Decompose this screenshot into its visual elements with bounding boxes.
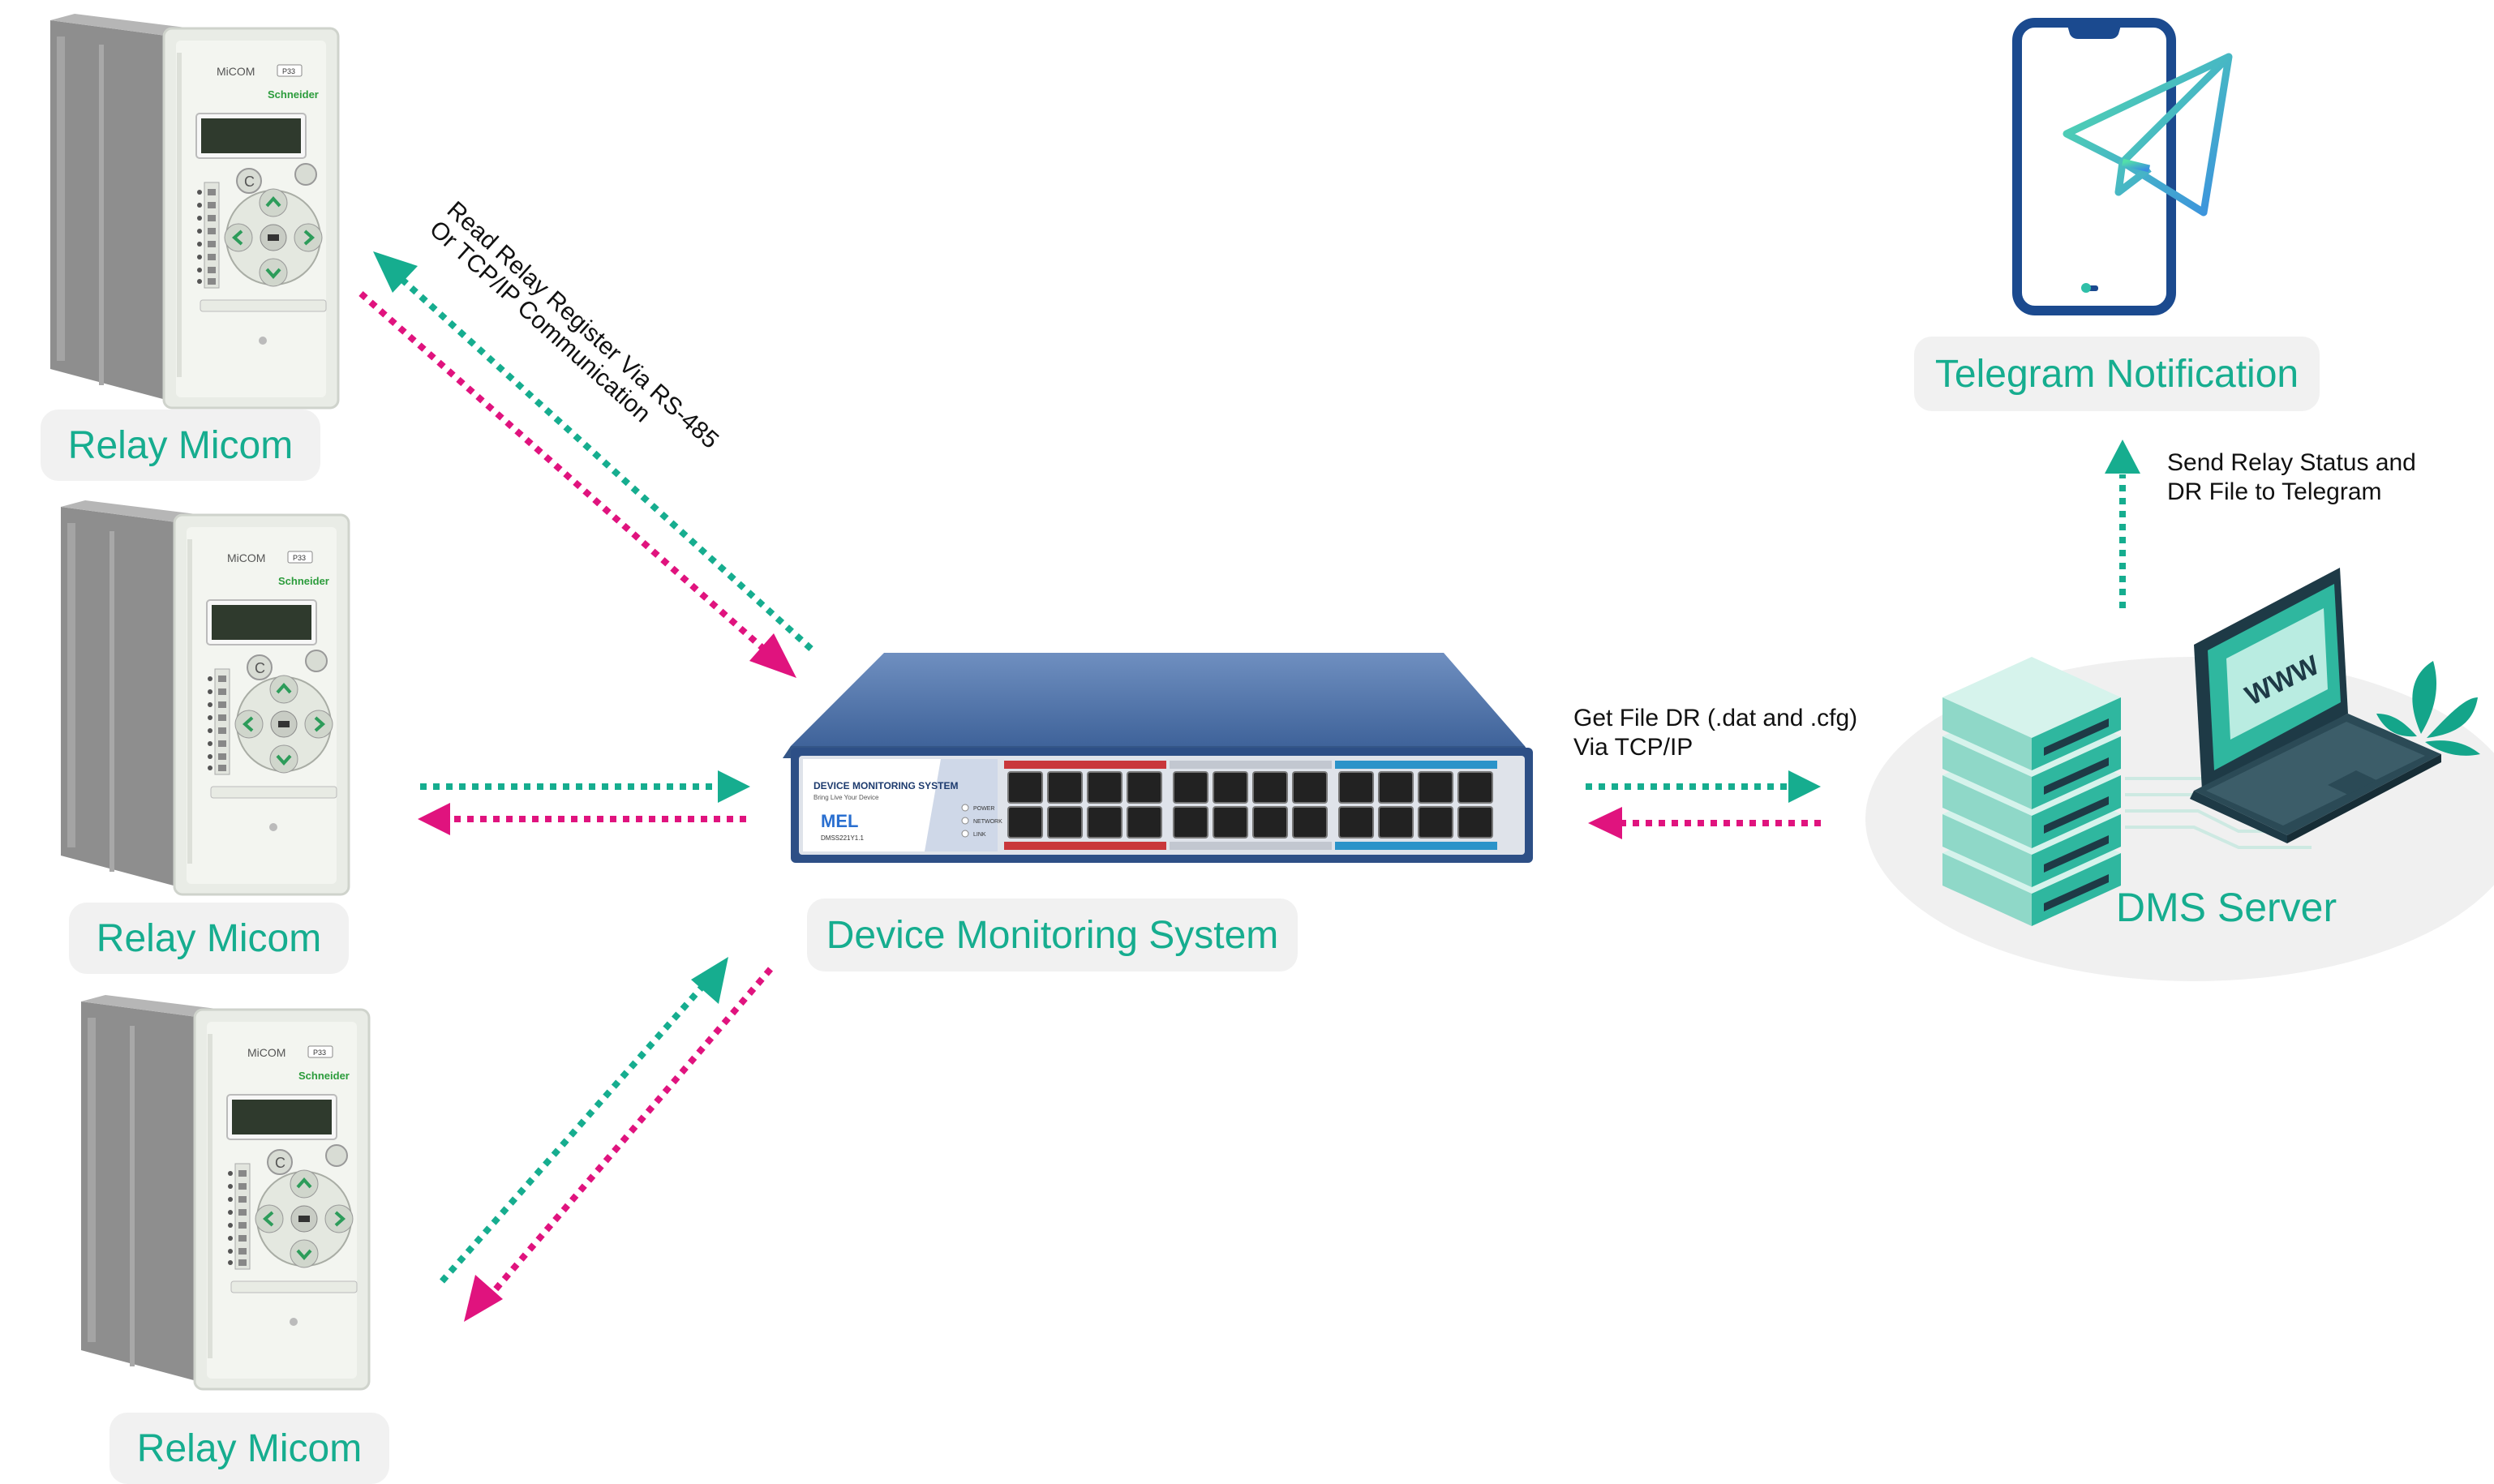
rj45-port bbox=[1338, 771, 1374, 804]
dms-device-name: DEVICE MONITORING SYSTEM bbox=[813, 780, 958, 791]
paper-plane-icon bbox=[2063, 53, 2233, 217]
rj45-port bbox=[1007, 806, 1043, 839]
rj45-port bbox=[1127, 771, 1162, 804]
relay-label-2: Relay Micom bbox=[69, 903, 349, 974]
dms-led-link: LINK bbox=[973, 832, 986, 838]
dms-device-tagline: Bring Live Your Device bbox=[813, 794, 879, 801]
rs485-note: Read Relay Register Via RS-485 Or TCP/IP… bbox=[424, 196, 724, 454]
relay-label-1: Relay Micom bbox=[41, 410, 320, 481]
rj45-port bbox=[1418, 771, 1453, 804]
arrow-dms-to-relay3 bbox=[464, 967, 774, 1322]
getfile-note-line1: Get File DR (.dat and .cfg) bbox=[1573, 705, 1858, 731]
arrow-relay1-to-dms bbox=[373, 251, 813, 651]
dms-server-illustration: WWW bbox=[1865, 568, 2494, 981]
rj45-port bbox=[1173, 771, 1208, 804]
dms-label: Device Monitoring System bbox=[807, 899, 1298, 971]
dms-device-logo: MEL bbox=[821, 811, 858, 831]
rj45-port bbox=[1213, 806, 1248, 839]
rs485-note-line1: Read Relay Register Via RS-485 bbox=[442, 196, 724, 454]
arrow-relay2-to-dms bbox=[420, 770, 750, 803]
telegram-label: Telegram Notification bbox=[1914, 337, 2320, 411]
rs485-note-line2: Or TCP/IP Communication bbox=[424, 216, 655, 427]
rj45-port bbox=[1252, 771, 1288, 804]
rj45-port bbox=[1047, 771, 1083, 804]
dms-led-network: NETWORK bbox=[973, 819, 1002, 825]
rj45-port bbox=[1378, 806, 1414, 839]
rj45-port bbox=[1457, 771, 1493, 804]
relay-device-1 bbox=[49, 12, 340, 410]
arrow-dms-to-server bbox=[1586, 770, 1821, 803]
telegram-send-note-line2: DR File to Telegram bbox=[2167, 478, 2382, 505]
arrow-server-to-dms bbox=[1588, 807, 1821, 839]
rj45-port bbox=[1087, 771, 1123, 804]
telegram-send-note: Send Relay Status and DR File to Telegra… bbox=[2167, 448, 2416, 507]
arrow-dms-to-relay2 bbox=[418, 803, 746, 835]
rj45-port bbox=[1338, 806, 1374, 839]
rj45-port bbox=[1007, 771, 1043, 804]
dms-switch: DEVICE MONITORING SYSTEM Bring Live Your… bbox=[783, 653, 1533, 863]
rj45-port bbox=[1457, 806, 1493, 839]
rj45-port bbox=[1127, 806, 1162, 839]
rj45-port bbox=[1213, 771, 1248, 804]
rj45-port bbox=[1047, 806, 1083, 839]
getfile-note: Get File DR (.dat and .cfg) Via TCP/IP bbox=[1573, 704, 1857, 762]
relay-device-2 bbox=[59, 499, 350, 896]
rj45-port bbox=[1252, 806, 1288, 839]
arrow-server-to-telegram bbox=[2105, 440, 2140, 608]
getfile-note-line2: Via TCP/IP bbox=[1573, 734, 1693, 761]
server-label: DMS Server bbox=[2115, 885, 2337, 930]
rj45-port bbox=[1292, 806, 1328, 839]
relay-device-3 bbox=[79, 993, 371, 1391]
telegram-send-note-line1: Send Relay Status and bbox=[2167, 449, 2416, 476]
relay-label-3: Relay Micom bbox=[109, 1413, 389, 1484]
dms-led-power: POWER bbox=[973, 806, 994, 812]
dms-device-model: DMSS221Y1.1 bbox=[821, 834, 864, 842]
rj45-port bbox=[1418, 806, 1453, 839]
telegram-phone bbox=[2012, 18, 2233, 315]
rj45-port bbox=[1292, 771, 1328, 804]
server-unit bbox=[1942, 657, 2121, 770]
arrow-relay3-to-dms bbox=[440, 957, 728, 1284]
arrow-dms-to-relay1 bbox=[358, 291, 796, 678]
rj45-port bbox=[1173, 806, 1208, 839]
rj45-port bbox=[1087, 806, 1123, 839]
rj45-port bbox=[1378, 771, 1414, 804]
